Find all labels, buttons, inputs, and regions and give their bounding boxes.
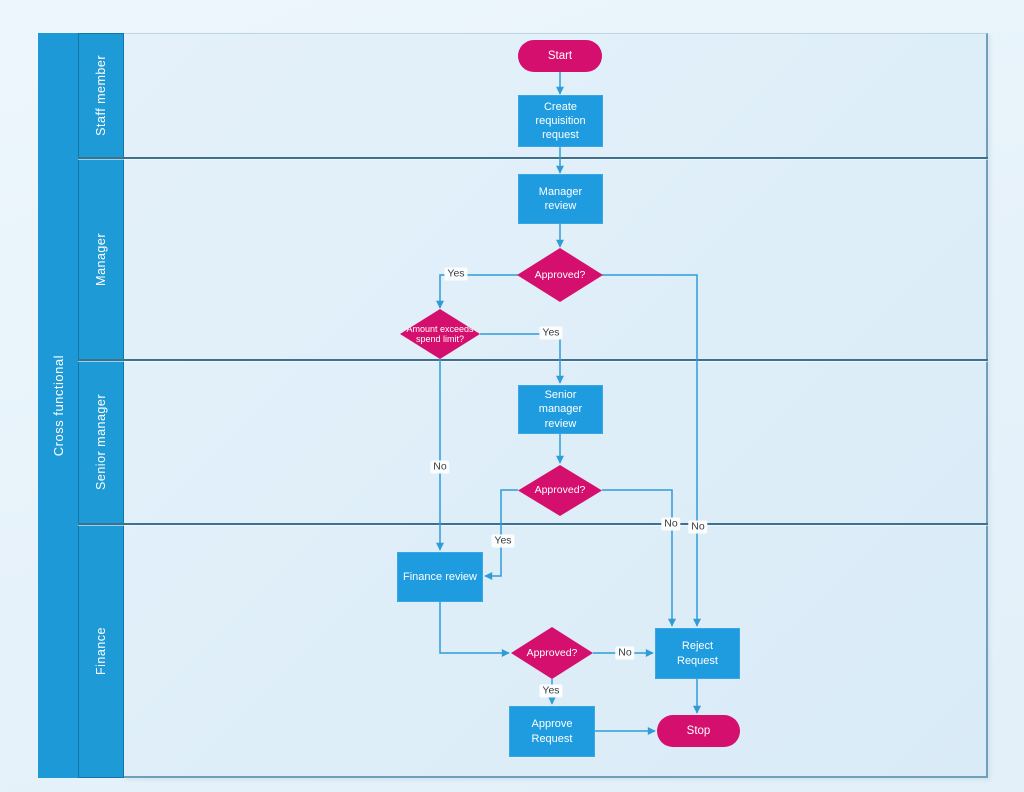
node-label: Amount exceeds spend limit? [406, 323, 474, 344]
node-label: Stop [686, 724, 711, 737]
edge-label-senior-no: No [661, 517, 681, 531]
edge-label-manager-no: No [688, 520, 708, 534]
node-label: Approve Request [531, 718, 573, 745]
node-label: Approved? [534, 484, 586, 497]
node-finance-review: Finance review [397, 552, 483, 602]
node-start: Start [518, 40, 602, 72]
node-label: Approved? [526, 646, 578, 659]
node-reject-request: Reject Request [655, 628, 740, 679]
lane-header-senior-manager: Senior manager [78, 360, 124, 524]
lane-label: Staff member [94, 55, 108, 136]
node-label: Approved? [534, 268, 586, 281]
lane-label: Manager [94, 232, 108, 286]
lane-divider-2 [78, 359, 988, 361]
lane-header-staff-member: Staff member [78, 33, 124, 158]
diagram-title: Cross functional [50, 354, 66, 457]
node-label: Create requisition request [535, 100, 586, 142]
swimlane-label-column: Staff member Manager Senior manager Fina… [78, 33, 124, 778]
node-create-requisition-request: Create requisition request [518, 95, 603, 147]
node-senior-manager-review: Senior manager review [518, 385, 603, 434]
lane-label: Senior manager [94, 394, 108, 490]
lane-label: Finance [94, 627, 108, 675]
edge-label-amount-no: No [430, 460, 450, 474]
edge-label-amount-yes: Yes [539, 326, 563, 340]
node-manager-review: Manager review [518, 174, 603, 224]
node-stop: Stop [657, 715, 740, 747]
node-label: Start [547, 49, 573, 62]
edge-label-finance-yes: Yes [539, 684, 563, 698]
node-label: Manager review [538, 185, 583, 212]
lane-divider-3 [78, 523, 988, 525]
node-label: Senior manager review [538, 389, 583, 430]
edge-label-manager-yes: Yes [444, 267, 468, 281]
edge-label-finance-no: No [615, 646, 635, 660]
node-label: Reject Request [677, 640, 718, 667]
node-label: Finance review [403, 570, 477, 583]
node-approve-request: Approve Request [509, 706, 595, 757]
lane-divider-1 [78, 157, 988, 159]
edge-label-senior-yes: Yes [491, 534, 515, 548]
lane-header-manager: Manager [78, 158, 124, 360]
lane-header-finance: Finance [78, 524, 124, 778]
swimlane-title-bar: Cross functional [38, 33, 78, 778]
